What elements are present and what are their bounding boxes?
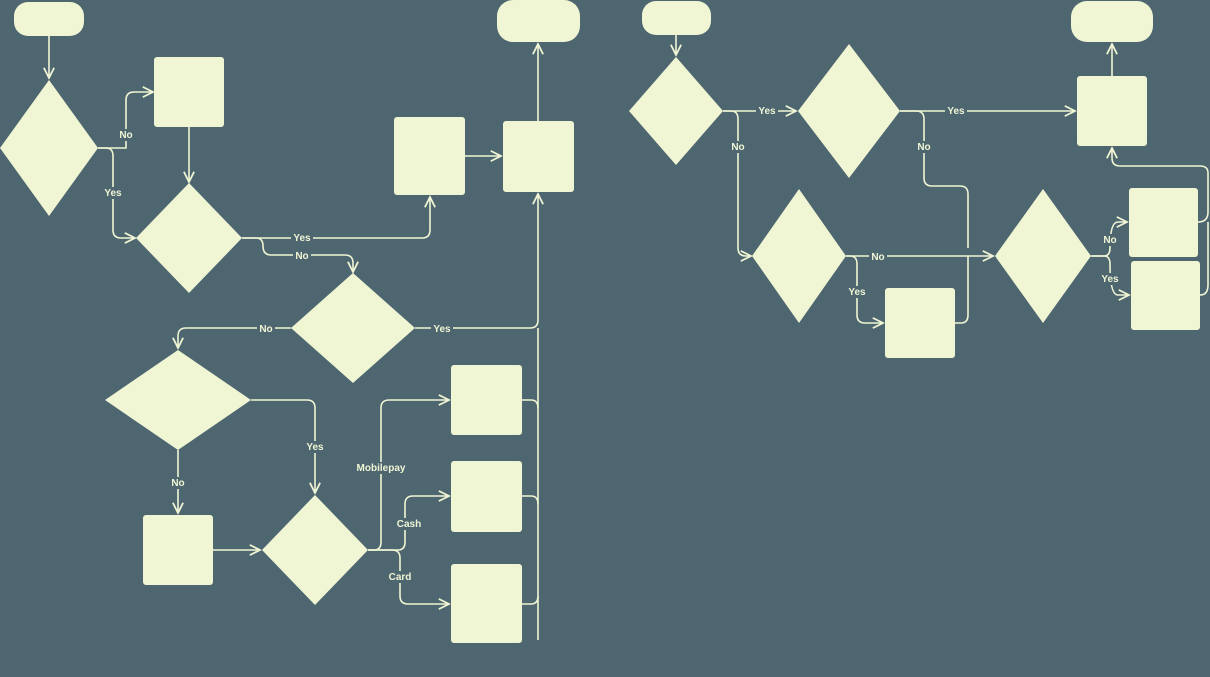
decision-node[interactable] <box>136 183 242 293</box>
decision-node[interactable] <box>105 350 251 450</box>
right-edge-labels: Yes No Yes No No Yes No Yes <box>729 105 1121 298</box>
end-terminal[interactable] <box>1071 1 1153 42</box>
edge-label: Card <box>389 572 412 583</box>
decision-node[interactable] <box>752 189 846 323</box>
decision-node[interactable] <box>629 57 723 165</box>
card-process-node[interactable] <box>451 564 522 643</box>
edge-label: Yes <box>433 324 451 335</box>
process-node[interactable] <box>1129 188 1198 257</box>
decision-node[interactable] <box>291 273 415 383</box>
payment-decision-node[interactable] <box>262 495 368 605</box>
process-node[interactable] <box>503 121 574 192</box>
end-terminal[interactable] <box>497 0 580 42</box>
edge-label: Yes <box>758 106 776 117</box>
start-terminal[interactable] <box>642 1 711 35</box>
edge-label: Mobilepay <box>357 463 406 474</box>
right-shapes <box>629 1 1200 358</box>
process-node[interactable] <box>1131 261 1200 330</box>
edge-label: Yes <box>1101 274 1119 285</box>
edge-label: No <box>171 478 184 489</box>
edge-label: Yes <box>848 287 866 298</box>
decision-node[interactable] <box>798 44 900 178</box>
edge-label: Yes <box>293 233 311 244</box>
edge-label: No <box>1103 235 1116 246</box>
edge-label: Yes <box>306 442 324 453</box>
edge-label: No <box>119 130 132 141</box>
edge-label: Yes <box>104 188 122 199</box>
process-node[interactable] <box>885 288 955 358</box>
start-terminal[interactable] <box>14 2 84 36</box>
edge-label: Cash <box>397 519 421 530</box>
edge-label: Yes <box>947 106 965 117</box>
edge-label: No <box>295 251 308 262</box>
edge-label: No <box>731 142 744 153</box>
mobilepay-process-node[interactable] <box>451 365 522 435</box>
process-node[interactable] <box>154 57 224 127</box>
process-node[interactable] <box>143 515 213 585</box>
left-edge-labels: No Yes Yes No No Yes Yes No Mobilepay Ca… <box>102 129 453 583</box>
edge-label: No <box>871 252 884 263</box>
cash-process-node[interactable] <box>451 461 522 532</box>
process-node[interactable] <box>394 117 465 195</box>
edge-label: No <box>917 142 930 153</box>
left-shapes <box>0 0 580 643</box>
process-node[interactable] <box>1077 76 1147 146</box>
decision-node[interactable] <box>995 189 1091 323</box>
decision-node[interactable] <box>0 80 98 216</box>
edge-label: No <box>259 324 272 335</box>
